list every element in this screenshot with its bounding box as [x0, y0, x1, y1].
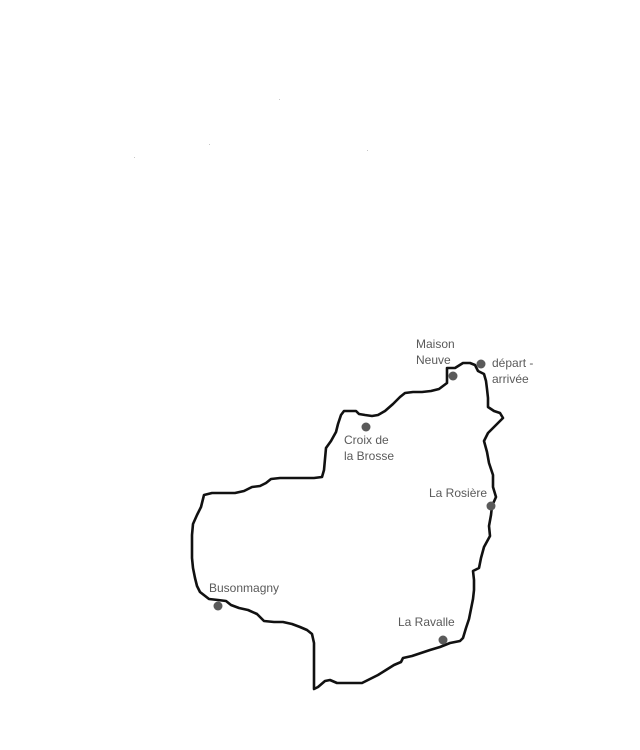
waypoint-label-line: départ - [492, 356, 533, 370]
waypoint-marker-croix-de-la-brosse[interactable] [361, 422, 371, 432]
waypoint-marker-la-rosiere[interactable] [486, 501, 496, 511]
waypoint-label-line: la Brosse [344, 449, 394, 463]
waypoint-marker-maison-neuve[interactable] [448, 371, 458, 381]
waypoint-label-line: arrivée [492, 372, 529, 386]
route-path [190, 361, 505, 691]
waypoint-label-line: Maison [416, 337, 455, 351]
waypoint-label-croix-de-la-brosse: Croix de la Brosse [344, 433, 394, 463]
waypoint-label-line: Neuve [416, 353, 451, 367]
waypoint-label-line: Croix de [344, 433, 389, 447]
waypoint-label-la-ravalle: La Ravalle [398, 615, 455, 629]
waypoint-marker-depart-arrivee[interactable] [476, 359, 486, 369]
waypoint-label-depart-arrivee: départ - arrivée [492, 356, 537, 386]
waypoint-labels: Maison Neuve départ - arrivée Croix de l… [209, 337, 537, 629]
background-specks [134, 99, 368, 158]
waypoint-marker-la-ravalle[interactable] [438, 635, 448, 645]
waypoint-label-busonmagny: Busonmagny [209, 581, 279, 595]
waypoints [213, 359, 496, 645]
waypoint-label-la-rosiere: La Rosière [429, 486, 487, 500]
waypoint-marker-busonmagny[interactable] [213, 601, 223, 611]
waypoint-label-maison-neuve: Maison Neuve [416, 337, 458, 367]
